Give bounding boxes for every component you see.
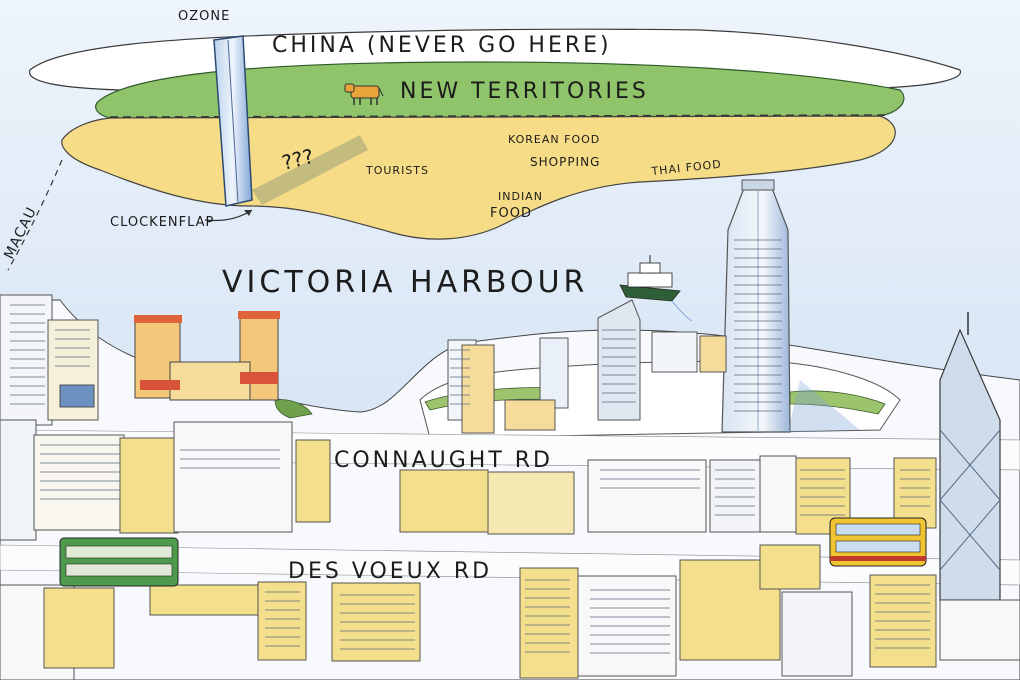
park-strip [789,390,886,415]
indian-food-label-line2: FOOD [490,206,532,221]
star-ferry [619,255,693,322]
china-label: CHINA (NEVER GO HERE) [272,33,612,58]
park-strip [274,399,313,419]
cow-icon [344,83,384,105]
ifc-shadow [788,380,860,432]
indian-food-label-line1: INDIAN [498,190,543,203]
ozone-label: OZONE [178,9,230,24]
building-windows [10,239,930,654]
kowloon-landmass [61,115,896,240]
victoria-harbour-label: VICTORIA HARBOUR [222,265,588,300]
city-hall-complex [134,311,280,401]
ozone-tower-shadow [252,135,368,205]
tourists-label: TOURISTS [365,164,429,177]
green-tram [59,537,179,587]
new-territories-label: NEW TERRITORIES [400,79,649,104]
macau-ferry-route [7,159,63,271]
ifc-tower [721,179,791,433]
clockenflap-label: CLOCKENFLAP [110,215,214,230]
des-voeux-rd-label: DES VOEUX RD [288,559,492,584]
double-decker-bus [829,517,927,567]
connaught-rd-label: CONNAUGHT RD [334,448,553,473]
korean-food-label: KOREAN FOOD [508,133,600,146]
shopping-label: SHOPPING [530,155,600,169]
